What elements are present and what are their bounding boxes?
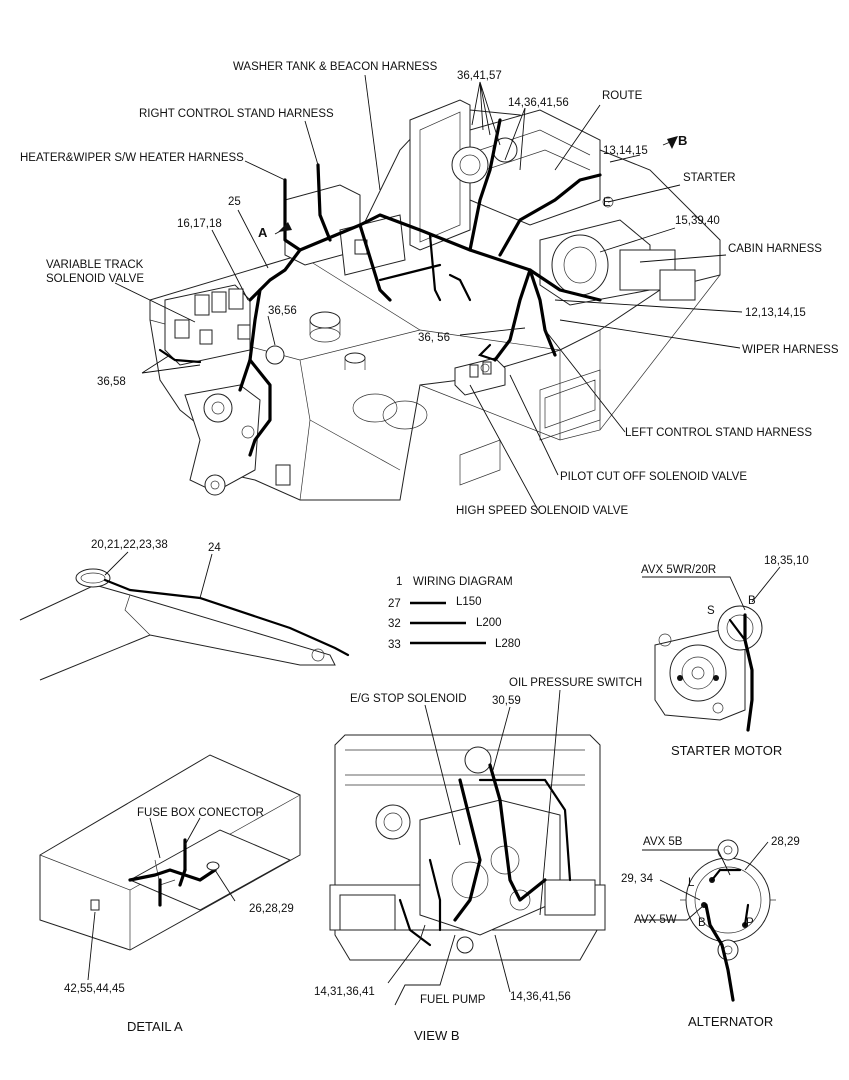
detail-a-labels: FUSE BOX CONECTOR 26,28,29 42,55,44,45 D… [64,807,294,1034]
label-route: ROUTE [602,90,643,102]
label-avx-5w: AVX 5W [634,914,677,926]
label-oil-pressure-switch: OIL PRESSURE SWITCH [509,677,642,689]
label-arrow-b: B [678,133,687,148]
label-fuse-box-connector: FUSE BOX CONECTOR [137,807,264,819]
legend-num-33: 33 [388,639,401,651]
boom-labels: 20,21,22,23,38 24 [91,539,221,554]
label-arrow-a: A [258,225,268,240]
parts-legend: 1 WIRING DIAGRAM 27 L150 32 L200 33 L280 [388,576,521,651]
caption-detail-a: DETAIL A [127,1019,183,1034]
label-terminal-b-starter: B [748,595,756,607]
main-labels: WASHER TANK & BEACON HARNESS 36,41,57 14… [20,61,839,517]
caption-alternator: ALTERNATOR [688,1014,773,1029]
label-part-30-59: 30,59 [492,695,521,707]
alternator-labels: AVX 5B 28,29 29, 34 L B P AVX 5W ALTERNA… [621,836,800,1029]
label-marker-e: E [603,197,611,209]
caption-starter-motor: STARTER MOTOR [671,743,782,758]
label-part-25: 25 [228,196,241,208]
label-starter: STARTER [683,172,736,184]
label-part-14-36-41-56-bottom: 14,36,41,56 [510,991,571,1003]
starter-labels: AVX 5WR/20R 18,35,10 S B STARTER MOTOR [641,555,809,758]
label-part-36-56-mid: 36, 56 [418,332,450,344]
label-part-18-35-10: 18,35,10 [764,555,809,567]
label-part-36-56-left: 36,56 [268,305,297,317]
starter-motor-drawing [642,566,781,732]
label-part-36-58: 36,58 [97,376,126,388]
alternator-drawing [636,839,776,1002]
label-terminal-p: P [746,917,754,929]
label-part-36-41-57: 36,41,57 [457,70,502,82]
label-washer-tank-harness: WASHER TANK & BEACON HARNESS [233,61,438,73]
label-variable-track-line2: SOLENOID VALVE [46,273,144,285]
label-wiper-harness: WIPER HARNESS [742,344,839,356]
label-avx-5wr-20r: AVX 5WR/20R [641,564,716,576]
label-avx-5b: AVX 5B [643,836,683,848]
legend-l150: L150 [456,596,482,608]
boom-lamp-drawing [19,551,350,681]
legend-num-32: 32 [388,618,401,630]
label-terminal-b-alternator: B [698,917,706,929]
upper-frame-drawing [149,99,721,501]
label-eg-stop-solenoid: E/G STOP SOLENOID [350,693,467,705]
view-b-labels: OIL PRESSURE SWITCH E/G STOP SOLENOID 30… [314,677,642,1043]
view-b-drawing [329,689,606,1006]
label-terminal-l: L [688,877,695,889]
label-part-42-55-44-45: 42,55,44,45 [64,983,125,995]
label-fuel-pump: FUEL PUMP [420,994,486,1006]
label-left-control-stand-harness: LEFT CONTROL STAND HARNESS [625,427,812,439]
label-part-26-28-29: 26,28,29 [249,903,294,915]
legend-wiring-diagram: WIRING DIAGRAM [413,576,513,588]
main-leader-lines [114,74,743,511]
label-part-13-14-15: 13,14,15 [603,145,648,157]
label-part-29-34: 29, 34 [621,873,654,885]
label-high-speed-valve: HIGH SPEED SOLENOID VALVE [456,505,628,517]
label-part-16-17-18: 16,17,18 [177,218,222,230]
legend-l280: L280 [495,638,521,650]
label-variable-track-line1: VARIABLE TRACK [46,259,144,271]
label-part-24: 24 [208,542,221,554]
legend-l200: L200 [476,617,502,629]
detail-a-drawing [39,754,301,981]
legend-num-27: 27 [388,598,401,610]
label-part-12-13-14-15: 12,13,14,15 [745,307,806,319]
label-heater-wiper-harness: HEATER&WIPER S/W HEATER HARNESS [20,152,244,164]
label-cabin-harness: CABIN HARNESS [728,243,822,255]
label-part-14-36-41-56-top: 14,36,41,56 [508,97,569,109]
caption-view-b: VIEW B [414,1028,460,1043]
label-part-14-31-36-41: 14,31,36,41 [314,986,375,998]
label-right-control-stand-harness: RIGHT CONTROL STAND HARNESS [139,108,334,120]
label-part-20-23-38: 20,21,22,23,38 [91,539,168,551]
label-part-15-39-40: 15,39,40 [675,215,720,227]
main-harness-lines [158,118,614,457]
legend-num-1: 1 [396,576,402,588]
label-part-28-29: 28,29 [771,836,800,848]
label-terminal-s: S [707,605,715,617]
label-pilot-cut-off-valve: PILOT CUT OFF SOLENOID VALVE [560,471,747,483]
